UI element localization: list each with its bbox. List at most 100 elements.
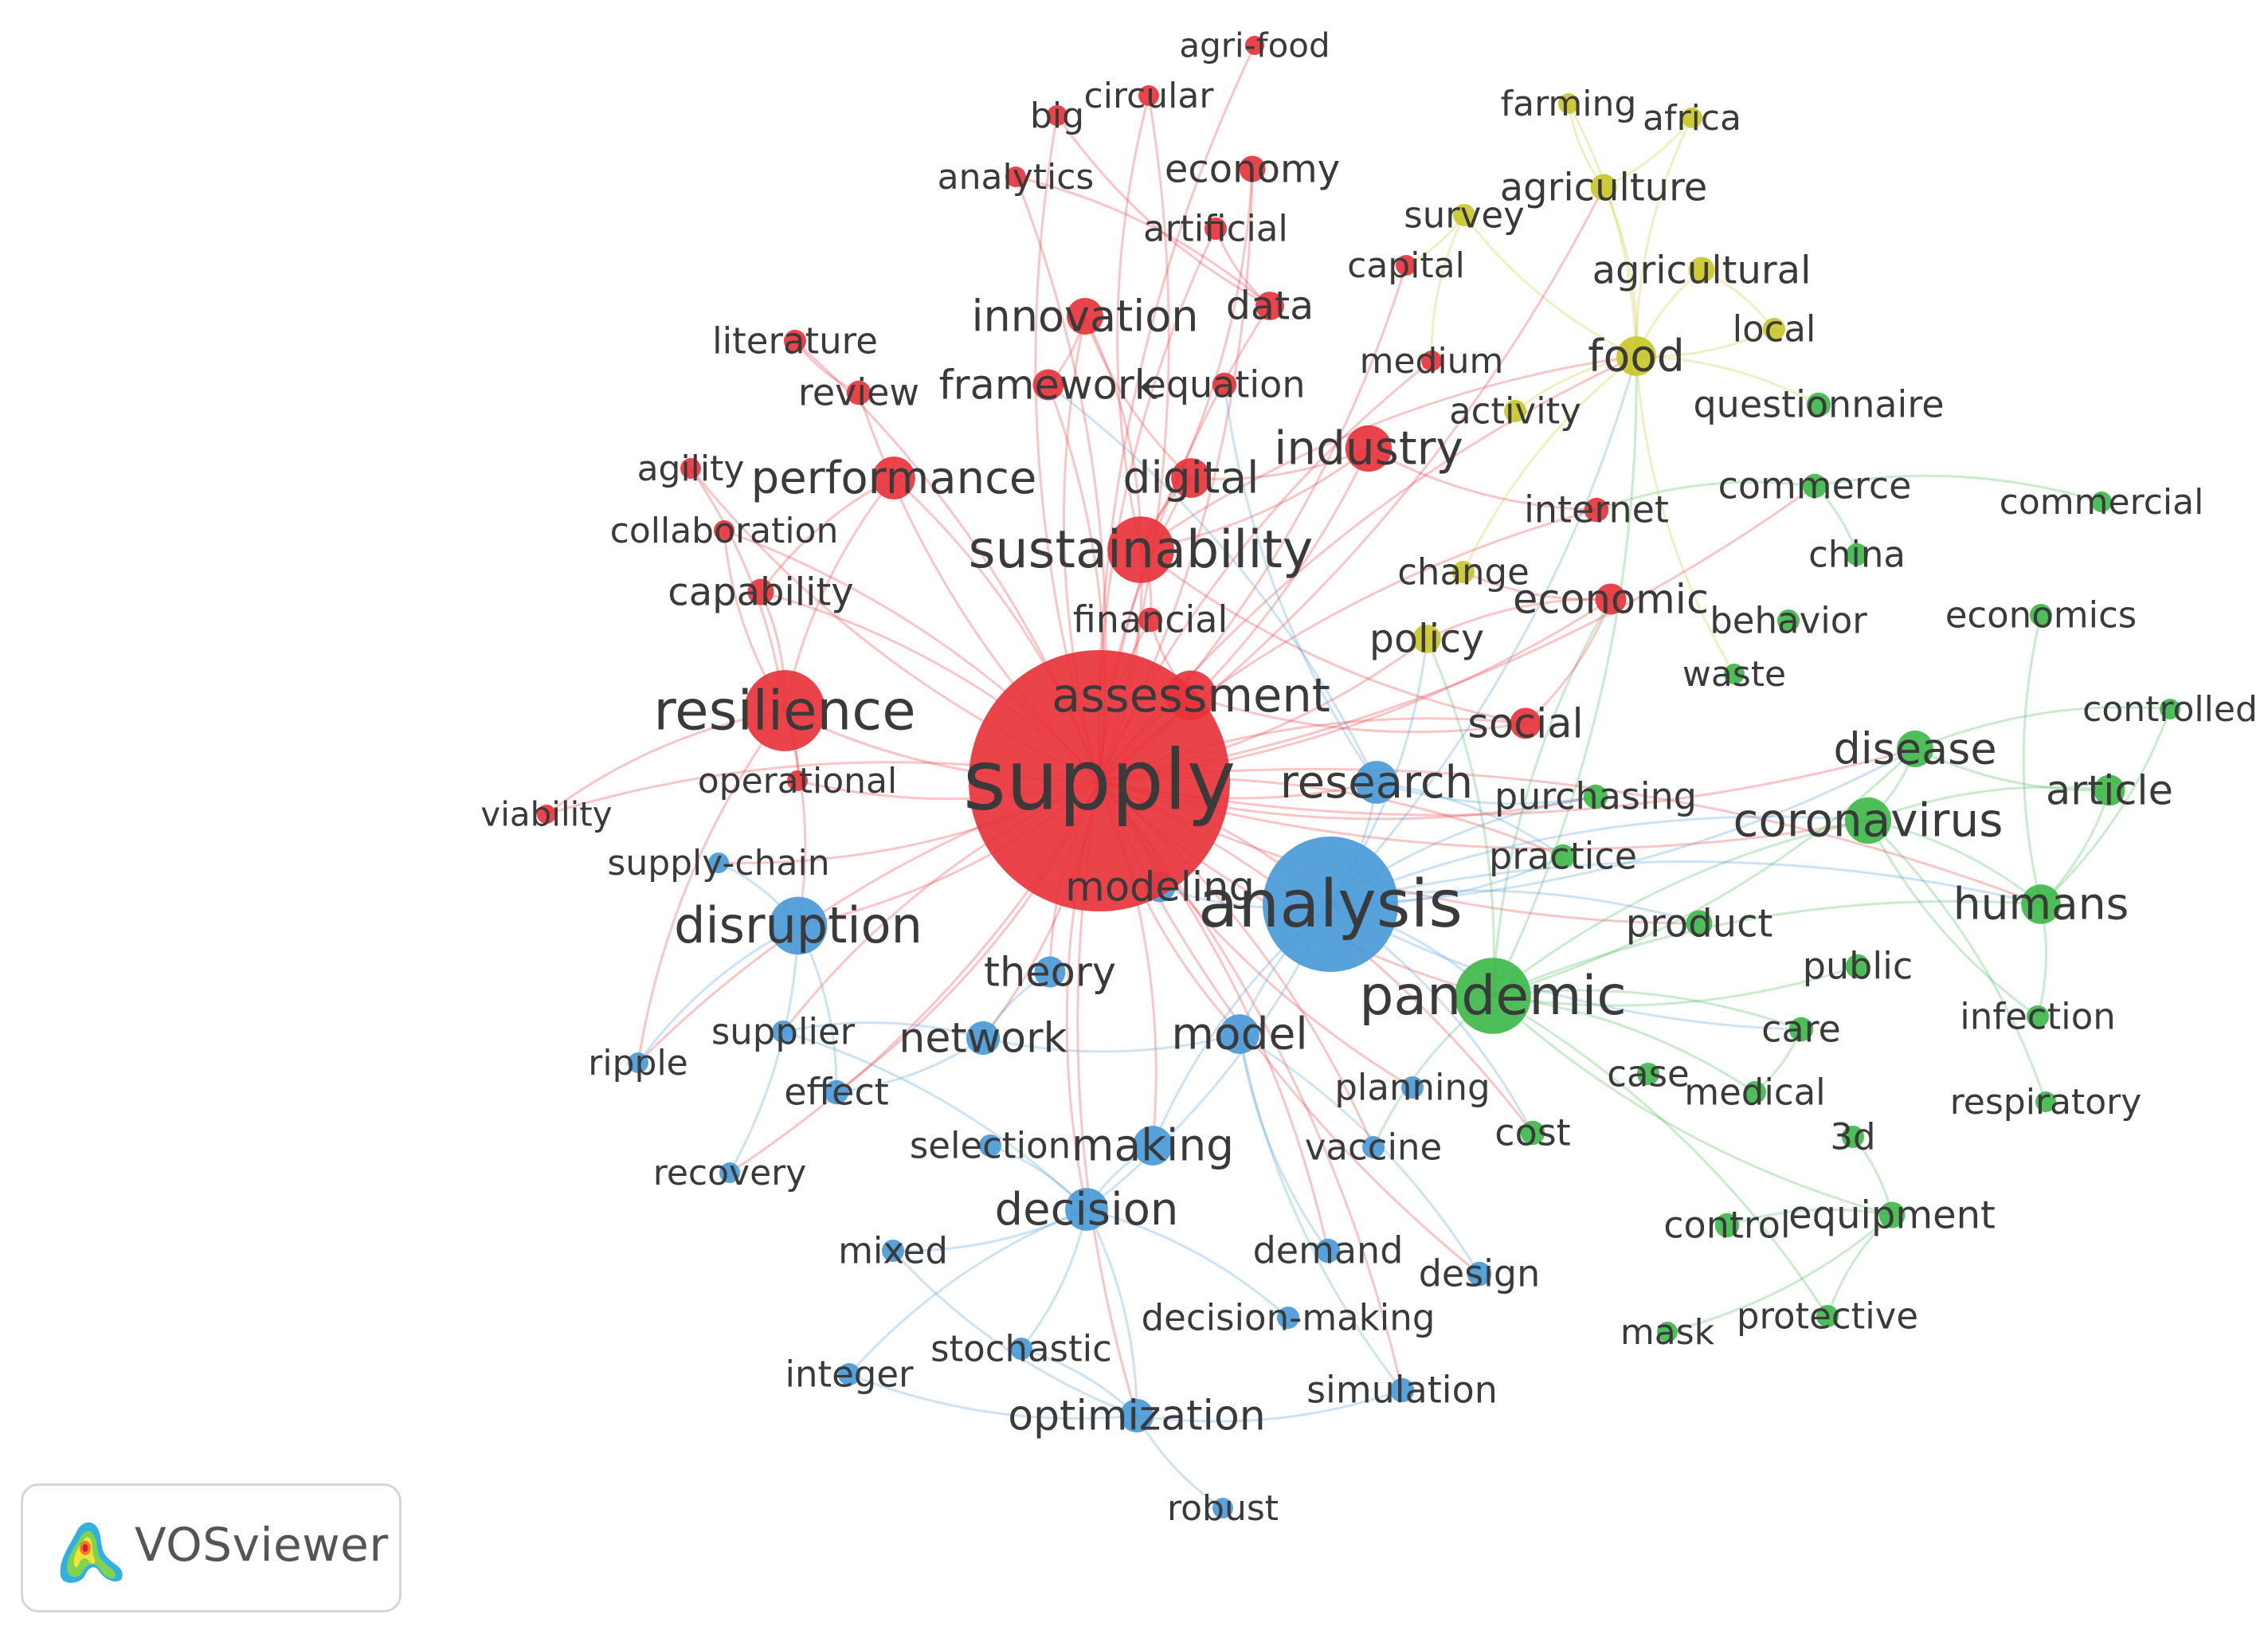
link-performance-capability xyxy=(759,476,895,593)
node-innovation[interactable] xyxy=(1067,298,1103,335)
node-agriculture[interactable] xyxy=(1590,174,1617,201)
node-artificial[interactable] xyxy=(1204,217,1228,241)
node-protective[interactable] xyxy=(1816,1304,1839,1328)
node-selection[interactable] xyxy=(978,1134,1002,1158)
node-behavior[interactable] xyxy=(1776,609,1800,633)
node-food[interactable] xyxy=(1616,336,1656,376)
node-recovery[interactable] xyxy=(719,1162,740,1183)
node-collaboration[interactable] xyxy=(714,520,734,541)
node-cost[interactable] xyxy=(1520,1120,1545,1146)
node-circular[interactable] xyxy=(1138,85,1159,106)
node-performance[interactable] xyxy=(872,456,915,500)
node-article[interactable] xyxy=(2094,774,2125,806)
node-viability[interactable] xyxy=(536,804,557,825)
node-decision[interactable] xyxy=(1065,1188,1108,1231)
node-robust[interactable] xyxy=(1212,1498,1233,1518)
node-resilience[interactable] xyxy=(744,670,825,751)
node-control[interactable] xyxy=(1714,1213,1740,1238)
node-mask[interactable] xyxy=(1657,1322,1678,1342)
link-decision-integer xyxy=(848,1208,1087,1375)
node-agri-food[interactable] xyxy=(1244,35,1265,56)
node-internet[interactable] xyxy=(1584,497,1609,523)
node-vaccine[interactable] xyxy=(1361,1135,1385,1159)
node-africa[interactable] xyxy=(1682,108,1702,128)
node-analysis[interactable] xyxy=(1263,837,1398,972)
node-pandemic[interactable] xyxy=(1455,958,1531,1034)
node-public[interactable] xyxy=(1845,954,1870,979)
node-research[interactable] xyxy=(1355,761,1398,804)
label-product: product xyxy=(1626,901,1773,946)
label-equipment: equipment xyxy=(1788,1193,1996,1237)
node-optimization[interactable] xyxy=(1119,1398,1154,1433)
node-framework[interactable] xyxy=(1032,369,1064,401)
label-innovation: innovation xyxy=(972,291,1199,341)
node-controlled[interactable] xyxy=(2160,699,2180,719)
node-demand[interactable] xyxy=(1315,1238,1341,1264)
node-questionnaire[interactable] xyxy=(1806,392,1831,417)
node-literature[interactable] xyxy=(783,329,807,353)
node-capital[interactable] xyxy=(1396,255,1416,276)
node-policy[interactable] xyxy=(1412,625,1441,653)
node-survey[interactable] xyxy=(1452,203,1476,227)
node-economy[interactable] xyxy=(1239,155,1266,182)
node-design[interactable] xyxy=(1467,1261,1492,1287)
node-review[interactable] xyxy=(846,380,872,406)
node-case[interactable] xyxy=(1636,1062,1660,1086)
node-3d[interactable] xyxy=(1841,1125,1865,1149)
node-network[interactable] xyxy=(966,1021,1001,1056)
node-decision-making[interactable] xyxy=(1276,1306,1300,1330)
node-supplier[interactable] xyxy=(771,1020,795,1044)
node-respiratory[interactable] xyxy=(2035,1091,2056,1112)
node-operational[interactable] xyxy=(787,770,808,791)
node-stochastic[interactable] xyxy=(1009,1337,1033,1361)
node-capability[interactable] xyxy=(747,578,774,605)
link-industry-internet xyxy=(1368,447,1597,511)
node-medium[interactable] xyxy=(1421,351,1442,371)
node-big[interactable] xyxy=(1047,105,1067,126)
node-china[interactable] xyxy=(1845,543,1869,566)
node-analytics[interactable] xyxy=(1005,167,1026,187)
node-making[interactable] xyxy=(1133,1126,1173,1166)
node-medical[interactable] xyxy=(1743,1080,1767,1104)
node-agility[interactable] xyxy=(680,458,701,479)
node-effect[interactable] xyxy=(824,1079,849,1105)
node-purchasing[interactable] xyxy=(1583,784,1608,809)
node-model[interactable] xyxy=(1220,1014,1259,1054)
node-agricultural[interactable] xyxy=(1688,257,1715,284)
node-equipment[interactable] xyxy=(1878,1201,1906,1228)
node-waste[interactable] xyxy=(1724,664,1745,684)
node-simulation[interactable] xyxy=(1389,1377,1415,1403)
node-economics[interactable] xyxy=(2029,603,2053,627)
node-farming[interactable] xyxy=(1558,93,1579,114)
label-operational: operational xyxy=(698,761,897,801)
label-research: research xyxy=(1280,757,1473,809)
node-coronavirus[interactable] xyxy=(1844,797,1892,844)
node-product[interactable] xyxy=(1686,910,1713,937)
node-digital[interactable] xyxy=(1171,458,1211,498)
node-equation[interactable] xyxy=(1212,372,1237,398)
node-social[interactable] xyxy=(1510,707,1541,739)
node-planning[interactable] xyxy=(1400,1076,1424,1099)
node-local[interactable] xyxy=(1762,317,1786,341)
node-commercial[interactable] xyxy=(2091,492,2112,512)
node-industry[interactable] xyxy=(1345,425,1393,472)
node-sustainability[interactable] xyxy=(1107,516,1174,583)
node-data[interactable] xyxy=(1255,292,1284,320)
node-mixed[interactable] xyxy=(881,1239,905,1263)
node-infection[interactable] xyxy=(2026,1005,2050,1029)
node-supply[interactable] xyxy=(969,650,1230,911)
node-theory[interactable] xyxy=(1034,956,1066,988)
node-economic[interactable] xyxy=(1595,583,1627,615)
node-activity[interactable] xyxy=(1503,399,1527,423)
node-financial[interactable] xyxy=(1138,607,1163,633)
node-supply-chain[interactable] xyxy=(708,852,729,873)
node-practice[interactable] xyxy=(1550,844,1576,869)
node-commerce[interactable] xyxy=(1802,473,1827,499)
node-disruption[interactable] xyxy=(769,896,828,955)
node-care[interactable] xyxy=(1788,1017,1814,1042)
node-humans[interactable] xyxy=(2021,884,2061,924)
node-ripple[interactable] xyxy=(628,1052,648,1073)
node-disease[interactable] xyxy=(1897,731,1933,767)
node-change[interactable] xyxy=(1451,560,1475,584)
node-integer[interactable] xyxy=(837,1362,861,1386)
